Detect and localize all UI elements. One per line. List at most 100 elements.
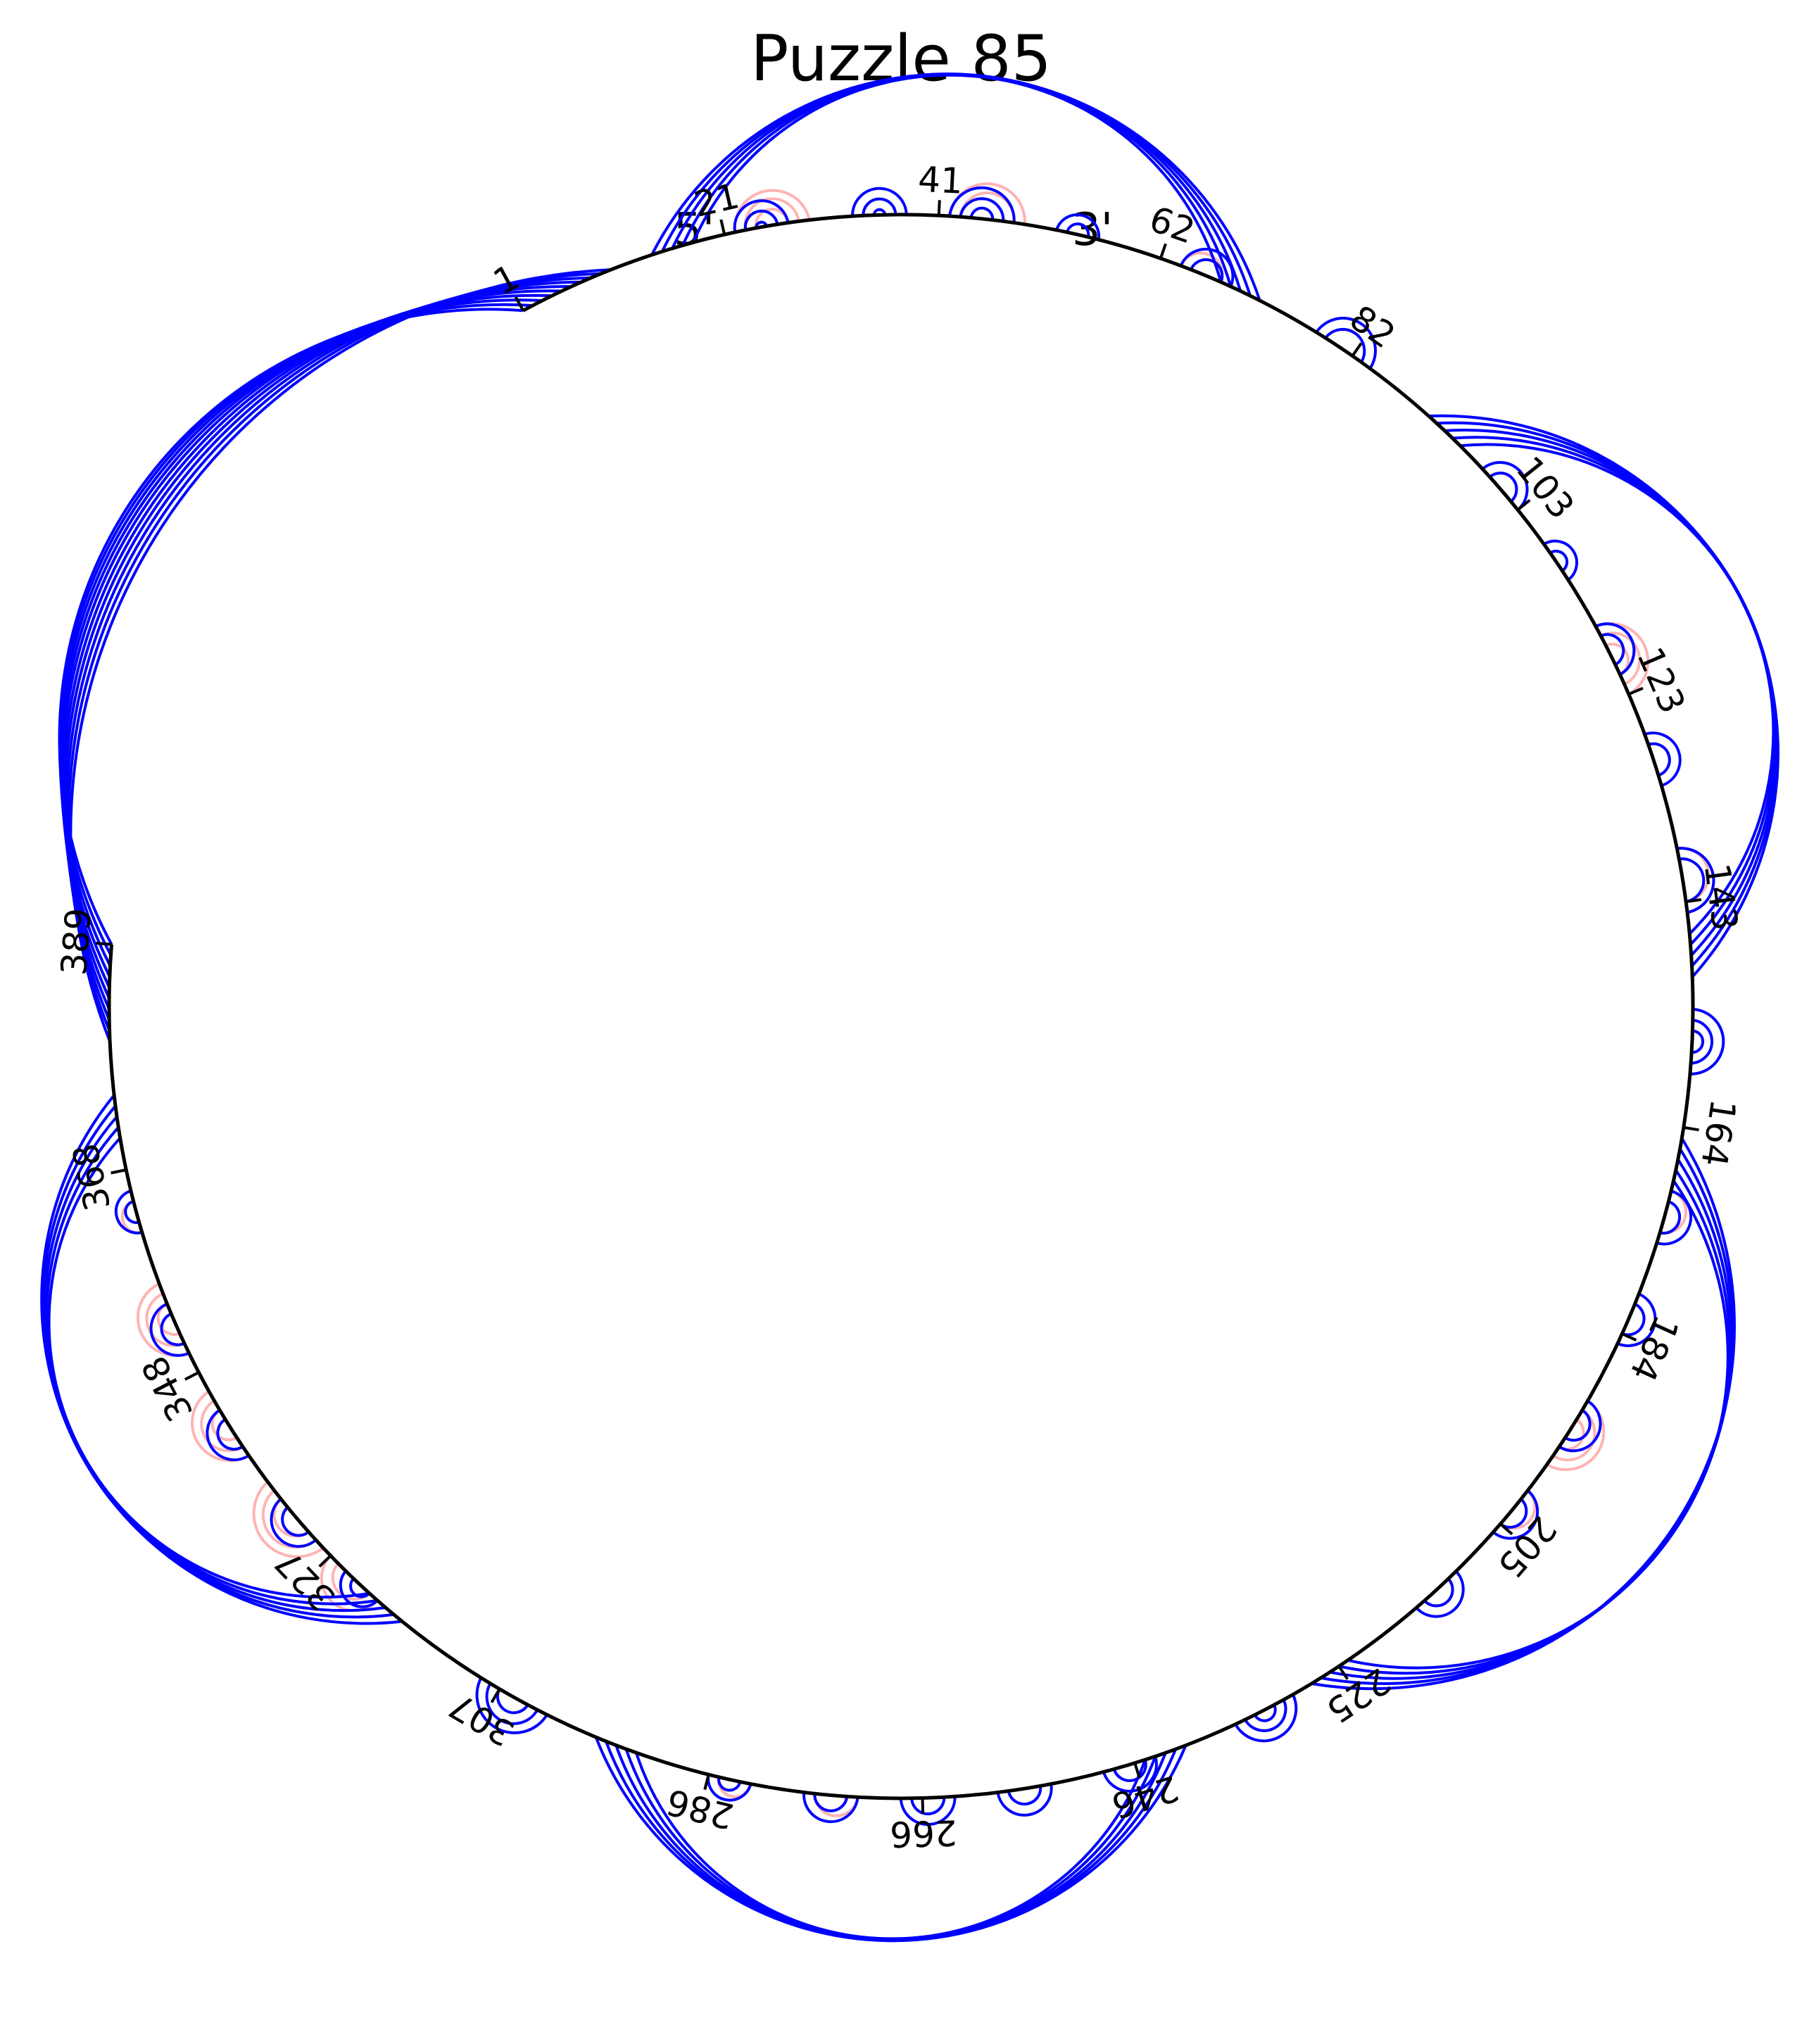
alt-pair-arc-321-327 — [320, 1554, 379, 1613]
backbone-layer — [107, 213, 1695, 1800]
tick-mark-1 — [514, 296, 524, 312]
base-pairs-layer — [40, 72, 1779, 1943]
pair-arc-321-325 — [339, 1570, 379, 1608]
pair-arc-138-144 — [1677, 847, 1715, 914]
pair-arc-211-216 — [1415, 1570, 1465, 1618]
pair-arc-23-26 — [743, 209, 779, 231]
pair-arc-171-174 — [1659, 1200, 1682, 1235]
pair-arc-117-120 — [1600, 633, 1625, 667]
pair-arc-264-267 — [910, 1797, 946, 1816]
pair-arc-4-386 — [60, 294, 553, 978]
tick-label-348: 348 — [134, 1349, 201, 1427]
alt-pair-arc-193-196 — [1558, 1418, 1585, 1451]
pair-arc-6-384 — [62, 285, 572, 999]
pair-arc-3-387 — [58, 298, 543, 967]
tick-label-164: 164 — [1693, 1097, 1744, 1169]
alt-pair-arc-351-356 — [145, 1292, 185, 1347]
tick-label-205: 205 — [1489, 1508, 1564, 1586]
pair-arc-98-103 — [1481, 461, 1529, 511]
pair-arc-43-47 — [959, 197, 1005, 222]
tick-mark-82 — [1351, 342, 1363, 357]
pair-arc-7-383 — [63, 280, 581, 1010]
tick-mark-389 — [96, 942, 112, 946]
pair-arc-191-196 — [1558, 1399, 1602, 1453]
tick-label-21: 21 — [691, 175, 743, 225]
pair-arc-330-333 — [281, 1506, 310, 1537]
tick-label-103: 103 — [1508, 449, 1582, 527]
pair-arc-351-354 — [160, 1312, 185, 1346]
pair-arc-169-224 — [1347, 1180, 1729, 1670]
pair-arc-107-111 — [1543, 539, 1578, 581]
pair-arc-230-236 — [1234, 1693, 1298, 1743]
pair-arc-153-159 — [1689, 1007, 1725, 1075]
tick-label-123: 123 — [1629, 641, 1693, 719]
alt-pair-arc-117-122 — [1600, 631, 1642, 686]
pair-arc-2-388 — [58, 303, 533, 956]
pair-arc-192-195 — [1564, 1408, 1592, 1442]
tick-mark-123 — [1628, 686, 1644, 696]
pair-arc-79-83 — [1324, 328, 1366, 363]
pair-arc-44-46 — [969, 206, 995, 220]
pair-arc-329-334 — [270, 1498, 317, 1548]
pair-arc-42-48 — [948, 186, 1016, 223]
pair-arc-303-308 — [485, 1682, 539, 1725]
tick-mark-205 — [1499, 1522, 1513, 1536]
pair-arc-339-344 — [206, 1408, 250, 1461]
tick-mark-266 — [921, 1798, 925, 1814]
pair-arc-52-56 — [1055, 213, 1101, 240]
pair-arc-99-102 — [1489, 472, 1518, 503]
pair-arc-180-185 — [1617, 1292, 1657, 1347]
tick-label-41: 41 — [917, 159, 964, 202]
pair-arc-255-258 — [1007, 1786, 1042, 1806]
pair-arc-340-343 — [216, 1418, 244, 1451]
pair-arc-201-206 — [1492, 1489, 1539, 1540]
pair-arc-64-69 — [1179, 248, 1235, 287]
tick-mark-225 — [1337, 1665, 1349, 1680]
tick-mark-348 — [184, 1371, 200, 1381]
tick-label-184: 184 — [1622, 1309, 1687, 1387]
tick-label-389: 389 — [53, 907, 99, 977]
tick-mark-62 — [1159, 243, 1167, 259]
pair-arc-263-268 — [899, 1796, 957, 1827]
three-prime-label: 3' — [1072, 204, 1113, 256]
pair-arc-350-355 — [149, 1302, 190, 1357]
tick-label-62: 62 — [1145, 198, 1200, 252]
pair-arc-166-227 — [1320, 1148, 1735, 1685]
tick-mark-368 — [111, 1168, 127, 1175]
pair-arc-78-84 — [1315, 317, 1377, 370]
pair-arc-165-228 — [1311, 1137, 1736, 1691]
tick-mark-41 — [937, 200, 941, 216]
pair-arc-232-234 — [1253, 1704, 1277, 1722]
pair-arc-254-259 — [996, 1784, 1053, 1817]
pair-arc-128-131 — [1647, 742, 1671, 777]
pair-arc-181-184 — [1621, 1302, 1646, 1337]
pair-arc-33-38 — [851, 187, 908, 217]
pair-arc-322-324 — [349, 1577, 371, 1598]
pair-arc-302-309 — [475, 1677, 548, 1734]
pair-arc-282-286 — [707, 1774, 752, 1802]
page-title: Puzzle 85 — [750, 22, 1052, 96]
pair-arc-95-146 — [1460, 443, 1775, 935]
pair-arc-202-205 — [1499, 1498, 1528, 1529]
pair-arc-168-225 — [1338, 1169, 1732, 1675]
pair-arc-245-293 — [634, 1752, 1147, 1941]
alt-pair-arc-328-336 — [252, 1480, 325, 1558]
pair-arc-8-382 — [65, 276, 591, 1021]
alt-pair-arc-192-197 — [1552, 1408, 1596, 1462]
pair-arc-170-175 — [1656, 1190, 1693, 1246]
tick-mark-246 — [1133, 1762, 1141, 1779]
pair-arc-10-380 — [69, 268, 612, 1042]
pair-arc-5-385 — [61, 289, 562, 988]
pair-arc-9-381 — [67, 272, 602, 1032]
pair-arc-244-249 — [1102, 1755, 1158, 1793]
pair-arc-139-143 — [1679, 857, 1706, 904]
pair-arc-245-248 — [1112, 1759, 1147, 1782]
pair-arc-1-389 — [58, 308, 524, 945]
tick-mark-327 — [318, 1554, 332, 1568]
pair-arc-155-157 — [1691, 1029, 1705, 1054]
alt-pair-arc-340-345 — [200, 1399, 244, 1453]
tick-mark-184 — [1621, 1332, 1637, 1342]
tick-label-266: 266 — [889, 1812, 957, 1855]
pair-arc-231-235 — [1244, 1699, 1287, 1732]
pair-arc-53-55 — [1066, 222, 1090, 238]
